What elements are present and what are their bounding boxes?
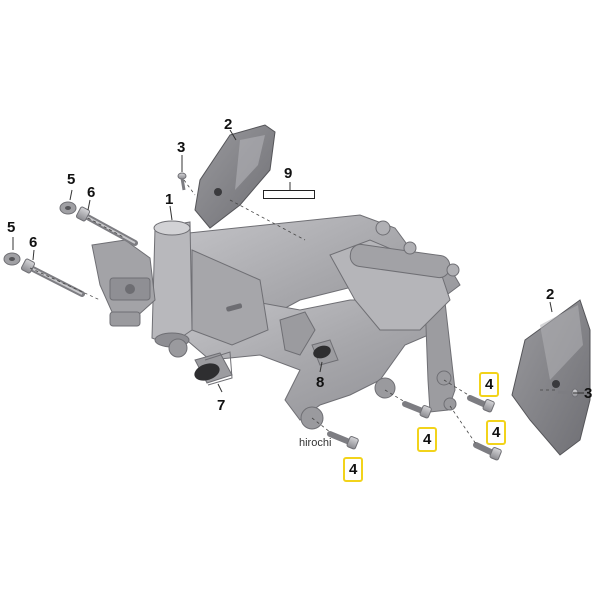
callout-8: 8 [316, 374, 325, 391]
screw-3-upper [177, 172, 187, 191]
mount-boss [443, 397, 457, 411]
callout-3-right: 3 [584, 385, 593, 402]
alignment-lines [29, 179, 556, 445]
frame-headstock [151, 221, 193, 346]
bolt-4-c [467, 395, 495, 413]
cover-right [511, 299, 591, 456]
bracket-lower [109, 311, 141, 327]
frame-lug [375, 220, 391, 236]
callout-7: 7 [217, 397, 226, 414]
bolt-4-a [327, 431, 359, 450]
mount-boss [436, 370, 452, 386]
callout-5-lower: 5 [7, 219, 16, 236]
bushing-8 [311, 339, 339, 366]
leader-lines [12, 129, 584, 394]
frame-lug [446, 263, 460, 277]
callout-2-upper: 2 [224, 116, 233, 133]
cover-right-bolt-hole [552, 380, 560, 388]
bolt-4-d [473, 442, 502, 461]
bolt-6-upper [75, 206, 138, 246]
callout-4-lower-right: 4 [486, 420, 507, 445]
callout-3-upper: 3 [177, 139, 186, 156]
mount-boss [168, 338, 188, 358]
callout-4-left: 4 [343, 457, 364, 482]
bolt-4-b [402, 401, 432, 419]
callout-5-upper: 5 [67, 171, 76, 188]
mount-boss [374, 377, 396, 399]
main-frame [91, 214, 461, 430]
callout-4-center: 4 [417, 427, 438, 452]
callout-6-upper: 6 [87, 184, 96, 201]
bushing-7 [194, 351, 233, 386]
frame-brace [279, 311, 316, 356]
watermark-text: hirochi [299, 437, 332, 449]
bracket-hole [125, 284, 135, 294]
headstock-top [153, 220, 191, 236]
bolt-6-lower [20, 258, 85, 297]
cover-upper-bolt-hole [214, 188, 222, 196]
bolts [3, 172, 579, 461]
reference-box-9 [263, 190, 315, 199]
callout-4-upper-right: 4 [479, 372, 500, 397]
gusset-slot [226, 303, 243, 312]
frame-gusset [191, 249, 269, 346]
cover-upper [194, 124, 276, 229]
frame-lug [403, 241, 417, 255]
callout-9: 9 [284, 165, 293, 182]
callout-6-lower: 6 [29, 234, 38, 251]
callout-2-right: 2 [546, 286, 555, 303]
callout-1: 1 [165, 191, 174, 208]
